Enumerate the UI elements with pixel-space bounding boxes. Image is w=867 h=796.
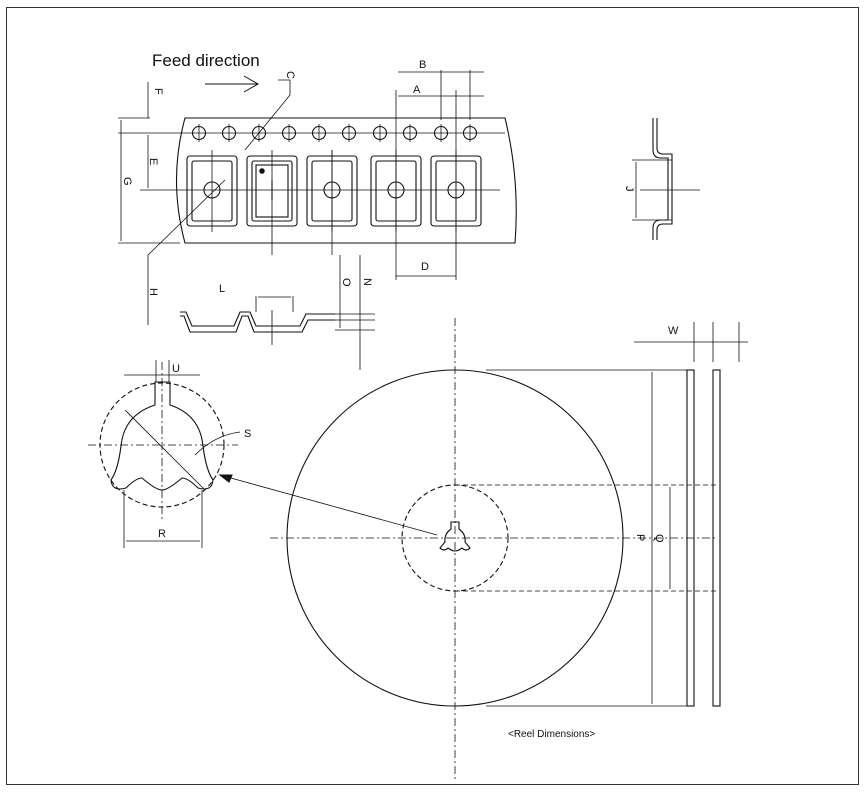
dim-label-l: L [219, 283, 225, 295]
dim-label-n: N [361, 278, 373, 286]
dim-label-u: U [172, 363, 180, 375]
dim-label-j: J [623, 186, 635, 192]
hub-detail [88, 360, 438, 548]
dim-label-p: P [634, 534, 646, 541]
dim-label-f: F [152, 88, 164, 95]
dim-label-h: H [147, 288, 159, 296]
dim-label-a: A [413, 84, 421, 96]
pockets [186, 150, 482, 232]
dim-label-d: D [421, 261, 429, 273]
dim-label-q: Q [653, 534, 665, 543]
tape-cross-section [180, 255, 375, 370]
border-frame [6, 7, 859, 785]
dim-label-e: E [147, 158, 159, 165]
dim-label-c: C [284, 71, 296, 79]
reel-front-view [270, 318, 718, 780]
dim-label-o: O [340, 278, 352, 287]
carrier-tape [175, 117, 517, 244]
reel-side-view [634, 322, 748, 707]
dim-label-s: S [244, 428, 251, 440]
dim-label-b: B [419, 59, 426, 71]
reel-dimensions-caption: <Reel Dimensions> [508, 729, 595, 740]
feed-direction-label: Feed direction [152, 51, 260, 70]
tape-outline [175, 117, 517, 244]
tape-centerlines [118, 70, 505, 325]
tape-side-profile [632, 118, 700, 240]
dim-label-g: G [121, 177, 133, 186]
dim-label-w: W [668, 325, 679, 337]
feed-arrow [205, 75, 260, 93]
reel-center-hole [439, 521, 471, 552]
pocket [186, 150, 238, 232]
dim-label-r: R [158, 528, 166, 540]
